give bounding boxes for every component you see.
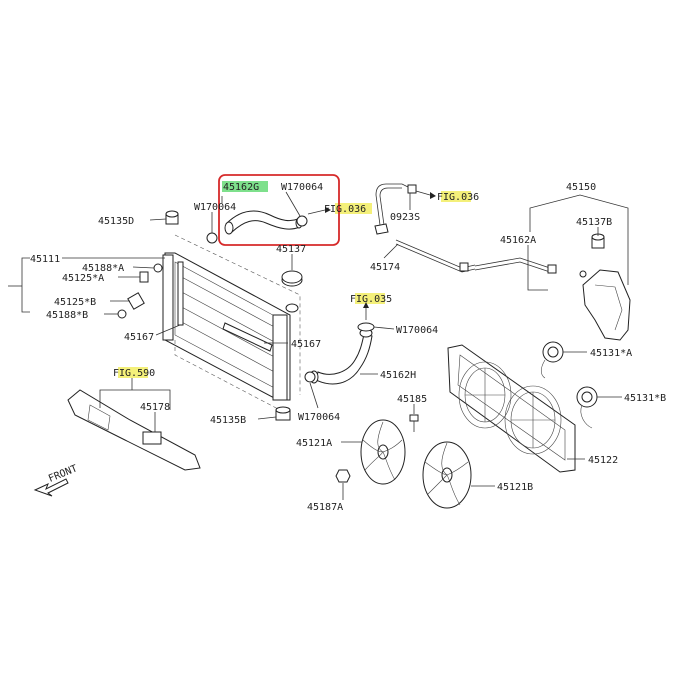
bolt-45185 xyxy=(409,414,419,432)
overflow-pipe xyxy=(374,183,557,274)
mount-45135D xyxy=(165,210,179,225)
lower-hose-45162H xyxy=(309,328,373,385)
label-45187A[interactable]: 45187A xyxy=(307,502,343,513)
valve-45125A xyxy=(139,271,149,283)
label-fig036-b[interactable]: FIG.036 xyxy=(437,192,479,203)
sensor-45125B xyxy=(127,292,145,310)
label-45188A[interactable]: 45188*A xyxy=(82,263,124,274)
fan-45121B xyxy=(422,441,472,509)
nut-45187A xyxy=(335,469,351,483)
label-fig590[interactable]: FIG.590 xyxy=(113,368,155,379)
label-45162A[interactable]: 45162A xyxy=(500,235,536,246)
label-45185[interactable]: 45185 xyxy=(397,394,427,405)
radiator xyxy=(162,234,301,411)
label-45137[interactable]: 45137 xyxy=(276,244,306,255)
leader-lines xyxy=(8,190,629,500)
clamp-w170064-mid xyxy=(357,322,375,332)
clamp-w170064-top xyxy=(296,215,308,227)
label-fig035[interactable]: FIG.035 xyxy=(350,294,392,305)
highlight-fig036-a xyxy=(335,203,372,214)
label-45121B[interactable]: 45121B xyxy=(497,482,533,493)
label-45111[interactable]: 45111 xyxy=(30,254,60,265)
bolt-45188B xyxy=(117,309,127,319)
label-45125B[interactable]: 45125*B xyxy=(54,297,96,308)
reservoir-tank-45150 xyxy=(579,233,631,341)
lower-bracket-45178 xyxy=(67,389,201,471)
label-w170064-mid[interactable]: W170064 xyxy=(396,325,438,336)
upper-hose-45162G[interactable] xyxy=(224,210,303,235)
label-45167-right[interactable]: 45167 xyxy=(291,339,321,350)
label-45131B[interactable]: 45131*B xyxy=(624,393,666,404)
label-45162G[interactable]: 45162G xyxy=(223,182,259,193)
label-fig036-a[interactable]: FIG.036 xyxy=(324,204,366,215)
label-45174[interactable]: 45174 xyxy=(370,262,400,273)
radiator-cap-45137 xyxy=(281,270,303,313)
fan-motor-45131A xyxy=(540,341,564,379)
fan-motor-45131B xyxy=(576,386,598,429)
label-45135B[interactable]: 45135B xyxy=(210,415,246,426)
label-45162H[interactable]: 45162H xyxy=(380,370,416,381)
label-45125A[interactable]: 45125*A xyxy=(62,273,104,284)
highlight-45162G xyxy=(222,181,268,192)
clamp-w170064-low xyxy=(304,371,316,383)
selection-box[interactable] xyxy=(218,174,340,246)
bolt-45188A xyxy=(153,263,163,273)
label-45188B[interactable]: 45188*B xyxy=(46,310,88,321)
front-arrow xyxy=(33,478,69,497)
label-45167-left[interactable]: 45167 xyxy=(124,332,154,343)
label-w170064-top[interactable]: W170064 xyxy=(281,182,323,193)
clamp-w170064-left xyxy=(206,232,218,244)
label-45137B[interactable]: 45137B xyxy=(576,217,612,228)
label-45122[interactable]: 45122 xyxy=(588,455,618,466)
label-w170064-low[interactable]: W170064 xyxy=(298,412,340,423)
label-45121A[interactable]: 45121A xyxy=(296,438,332,449)
highlight-fig035 xyxy=(355,293,385,304)
label-45150[interactable]: 45150 xyxy=(566,182,596,193)
part-labels: 45162G W170064 W170064 FIG.036 FIG.036 0… xyxy=(30,182,666,513)
label-0923S[interactable]: 0923S xyxy=(390,212,420,223)
highlight-fig036-b xyxy=(441,191,471,202)
label-45131A[interactable]: 45131*A xyxy=(590,348,632,359)
label-45178[interactable]: 45178 xyxy=(140,402,170,413)
highlight-fig590 xyxy=(118,367,148,378)
mount-45135B xyxy=(275,406,291,421)
fan-45121A xyxy=(360,419,406,485)
fan-shroud-45122 xyxy=(447,344,576,473)
label-w170064-left[interactable]: W170064 xyxy=(194,202,236,213)
label-45135D[interactable]: 45135D xyxy=(98,216,134,227)
